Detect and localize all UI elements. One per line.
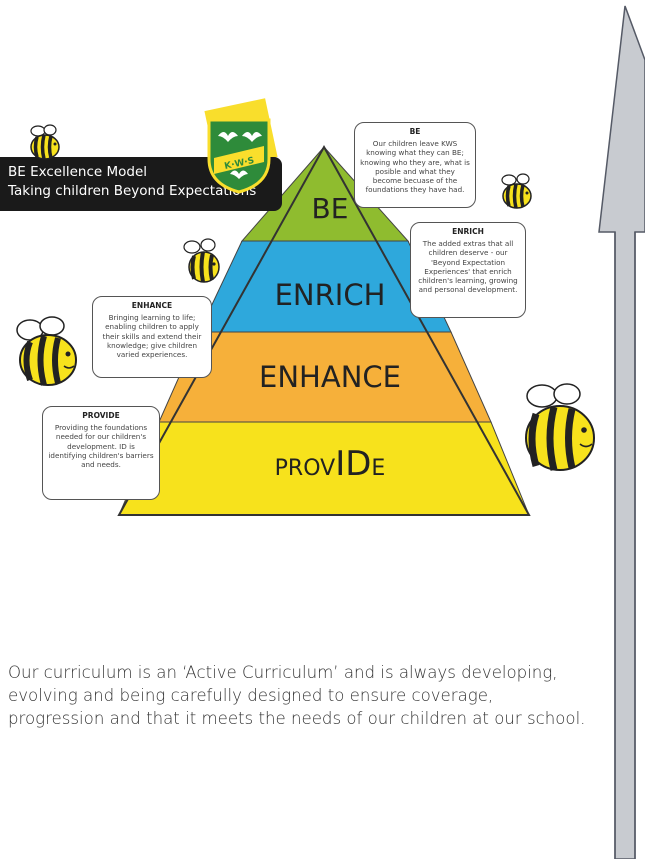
pyramid [117, 144, 531, 516]
info-box-provide: PROVIDE Providing the foundations needed… [42, 406, 160, 500]
info-box-provide-text: Providing the foundations needed for our… [48, 423, 154, 470]
school-crest-logo: K·W·S [207, 118, 271, 194]
info-box-enhance: ENHANCE Bringing learning to life; enabl… [92, 296, 212, 378]
info-box-be-title: BE [409, 127, 421, 136]
banner-line-2: Taking children Beyond Expectations [8, 183, 257, 199]
curriculum-paragraph: Our curriculum is an ‘Active Curriculum’… [8, 663, 586, 728]
info-box-enrich-text: The added extras that all children deser… [418, 239, 518, 295]
provide-suffix: E [371, 456, 386, 481]
info-box-provide-title: PROVIDE [82, 411, 120, 420]
banner-line-1: BE Excellence Model [8, 164, 148, 180]
vertical-arrow [598, 5, 645, 859]
pyramid-label-enhance: ENHANCE [259, 360, 401, 394]
bee-icon [30, 124, 60, 160]
bee-icon [525, 383, 595, 471]
info-box-be-text: Our children leave KWS knowing what they… [360, 139, 470, 195]
info-box-enrich-title: ENRICH [452, 227, 484, 236]
info-box-enrich: ENRICH The added extras that all childre… [410, 222, 526, 318]
info-box-enhance-title: ENHANCE [131, 301, 173, 310]
pyramid-label-provide: PROVIDE [200, 444, 460, 484]
bee-icon [183, 238, 220, 283]
provide-prefix: PROV [274, 456, 336, 481]
info-box-be: BE Our children leave KWS knowing what t… [354, 122, 476, 208]
provide-id: ID [335, 444, 372, 484]
pyramid-label-be: BE [311, 192, 349, 225]
bee-icon [16, 316, 77, 386]
pyramid-label-enrich: ENRICH [274, 278, 386, 312]
info-box-enhance-text: Bringing learning to life; enabling chil… [102, 313, 202, 360]
bee-icon [501, 173, 532, 209]
